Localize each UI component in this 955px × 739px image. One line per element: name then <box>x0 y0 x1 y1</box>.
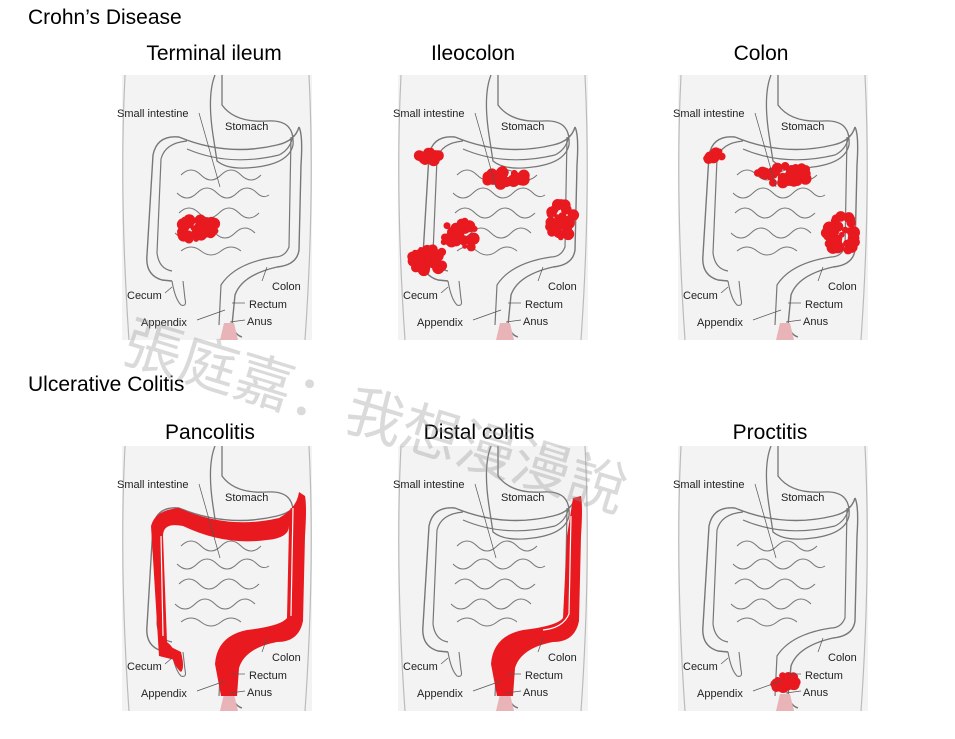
rectum-label: Rectum <box>525 299 563 311</box>
stomach-label: Stomach <box>225 121 269 133</box>
colon-label: Colon <box>548 652 577 664</box>
rectum-label: Rectum <box>249 299 287 311</box>
panel-title-distal-colitis: Distal colitis <box>423 421 535 444</box>
cecum-label: Cecum <box>683 290 718 302</box>
digestive-tract-illustration <box>678 75 868 340</box>
digestive-tract-illustration <box>398 75 588 340</box>
anus-label: Anus <box>247 687 273 699</box>
colon-label: Colon <box>828 281 857 293</box>
panel-title-proctitis: Proctitis <box>732 421 808 444</box>
stomach-label: Stomach <box>781 492 825 504</box>
digestive-tract-illustration <box>678 446 868 711</box>
rectum-label: Rectum <box>805 299 843 311</box>
crohns-section-title: Crohn’s Disease <box>28 6 182 29</box>
colon-label: Colon <box>548 281 577 293</box>
cecum-label: Cecum <box>127 290 162 302</box>
appendix-label: Appendix <box>417 317 463 329</box>
colon-label: Colon <box>272 281 301 293</box>
stomach-label: Stomach <box>781 121 825 133</box>
appendix-label: Appendix <box>697 688 743 700</box>
inflammation-highlight <box>491 496 582 696</box>
cecum-label: Cecum <box>403 661 438 673</box>
anus-label: Anus <box>803 687 829 699</box>
appendix-label: Appendix <box>141 688 187 700</box>
colon-label: Colon <box>272 652 301 664</box>
digestive-tract-illustration <box>398 446 588 711</box>
small-intestine-label: Small intestine <box>393 479 465 491</box>
inflammation-highlight <box>151 492 306 696</box>
cecum-label: Cecum <box>403 290 438 302</box>
panel-title-colon: Colon <box>733 42 789 65</box>
stomach-label: Stomach <box>501 121 545 133</box>
cecum-label: Cecum <box>683 661 718 673</box>
appendix-label: Appendix <box>697 317 743 329</box>
cecum-label: Cecum <box>127 661 162 673</box>
appendix-label: Appendix <box>141 317 187 329</box>
anus-label: Anus <box>803 316 829 328</box>
appendix-label: Appendix <box>417 688 463 700</box>
anus-label: Anus <box>523 316 549 328</box>
stomach-label: Stomach <box>501 492 545 504</box>
inflammation-highlight <box>407 147 580 277</box>
rectum-label: Rectum <box>249 670 287 682</box>
digestive-tract-illustration <box>122 446 312 711</box>
panel-title-ileocolon: Ileocolon <box>430 42 516 65</box>
inflammation-highlight <box>703 147 860 255</box>
inflammation-highlight <box>770 672 801 693</box>
anus-label: Anus <box>247 316 273 328</box>
anus-label: Anus <box>523 687 549 699</box>
small-intestine-label: Small intestine <box>393 108 465 120</box>
panel-title-pancolitis: Pancolitis <box>165 421 255 444</box>
rectum-label: Rectum <box>525 670 563 682</box>
uc-section-title: Ulcerative Colitis <box>28 373 185 396</box>
panel-title-terminal-ileum: Terminal ileum <box>146 42 282 65</box>
small-intestine-label: Small intestine <box>117 108 189 120</box>
inflammation-highlight <box>176 214 221 244</box>
digestive-tract-illustration <box>122 75 312 340</box>
stomach-label: Stomach <box>225 492 269 504</box>
colon-label: Colon <box>828 652 857 664</box>
small-intestine-label: Small intestine <box>673 108 745 120</box>
small-intestine-label: Small intestine <box>117 479 189 491</box>
small-intestine-label: Small intestine <box>673 479 745 491</box>
rectum-label: Rectum <box>805 670 843 682</box>
